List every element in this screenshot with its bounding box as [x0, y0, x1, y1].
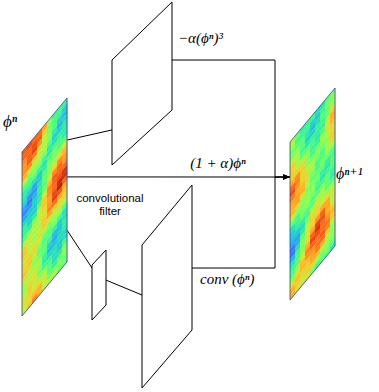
connector — [67, 130, 112, 140]
edge-label: (1 + α)ϕⁿ — [188, 155, 247, 172]
feature-plane — [92, 250, 106, 320]
field-map: ϕⁿ⁺¹ — [290, 88, 335, 300]
plane-outline — [142, 185, 192, 388]
connector — [192, 177, 290, 268]
field-map: ϕⁿ — [22, 98, 67, 316]
feature-plane — [142, 185, 192, 388]
filter-plane: convolutional filter — [92, 250, 106, 320]
plane-outline — [92, 250, 106, 320]
heatmap-plane — [22, 98, 67, 316]
connector — [106, 280, 142, 295]
node-label: ϕⁿ — [3, 112, 17, 132]
heatmap-border — [22, 98, 67, 316]
cubic-term-plane: −α(ϕⁿ)³ — [112, 2, 172, 165]
feature-plane — [112, 2, 172, 165]
connector — [67, 176, 290, 177]
node-label: convolutional filter — [70, 192, 150, 218]
plane-outline — [112, 2, 172, 165]
connector — [67, 230, 92, 268]
heatmap-border — [290, 88, 335, 300]
heatmap-cells — [22, 98, 67, 317]
conv-plane: conv (ϕⁿ) — [142, 185, 192, 388]
connector — [172, 60, 290, 177]
node-label: −α(ϕⁿ)³ — [178, 30, 223, 47]
heatmap-plane — [290, 88, 335, 300]
node-label: conv (ϕⁿ) — [200, 271, 255, 288]
heatmap-cells — [290, 88, 335, 301]
node-label: ϕⁿ⁺¹ — [336, 165, 363, 183]
